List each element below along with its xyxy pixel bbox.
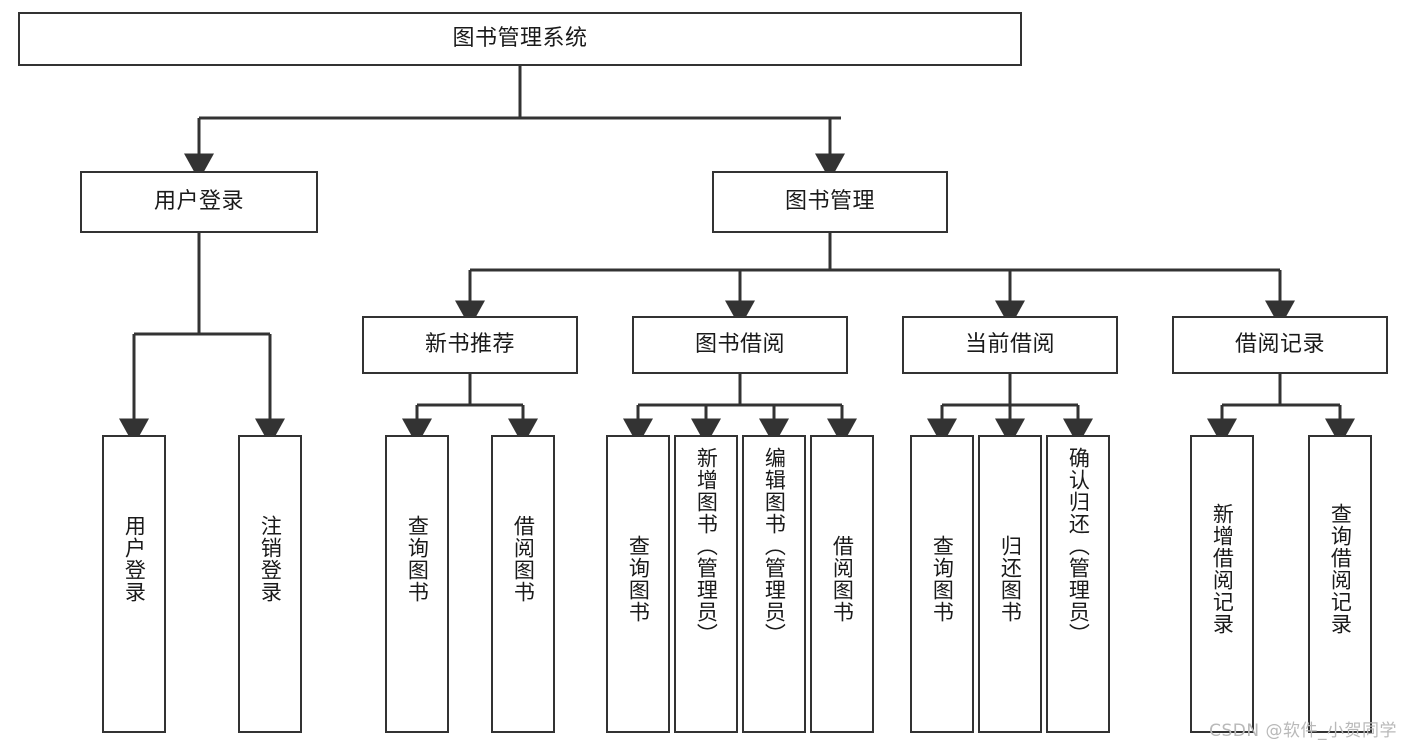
leaf-label: 用户登录 [122, 515, 147, 603]
leaf-book-borrow-add[interactable]: 新增图书（管理员） [674, 435, 738, 733]
leaf-user-login-login[interactable]: 用户登录 [102, 435, 166, 733]
leaf-label: 查询图书 [626, 535, 651, 623]
node-user-login[interactable]: 用户登录 [80, 171, 318, 233]
node-book-borrow-label: 图书借阅 [694, 332, 785, 357]
leaf-new-book-query[interactable]: 查询图书 [385, 435, 449, 733]
leaf-current-borrow-confirm[interactable]: 确认归还（管理员） [1046, 435, 1110, 733]
node-new-book-recommend-label: 新书推荐 [424, 332, 515, 357]
leaf-book-borrow-edit[interactable]: 编辑图书（管理员） [742, 435, 806, 733]
node-root-label: 图书管理系统 [452, 26, 588, 51]
leaf-borrow-record-add[interactable]: 新增借阅记录 [1190, 435, 1254, 733]
leaf-label: 注销登录 [258, 515, 283, 603]
node-user-login-label: 用户登录 [153, 189, 244, 214]
leaf-label: 借阅图书 [511, 515, 536, 603]
watermark: CSDN @软件_小贺同学 [1209, 721, 1397, 741]
leaf-label: 确认归还（管理员） [1066, 447, 1091, 645]
node-borrow-record-label: 借阅记录 [1234, 332, 1325, 357]
leaf-borrow-record-query[interactable]: 查询借阅记录 [1308, 435, 1372, 733]
leaf-label: 新增图书（管理员） [694, 447, 719, 645]
leaf-user-login-logout[interactable]: 注销登录 [238, 435, 302, 733]
node-root[interactable]: 图书管理系统 [18, 12, 1022, 66]
leaf-label: 新增借阅记录 [1210, 503, 1235, 635]
node-book-manage[interactable]: 图书管理 [712, 171, 948, 233]
leaf-label: 借阅图书 [830, 535, 855, 623]
leaf-label: 查询图书 [930, 535, 955, 623]
node-new-book-recommend[interactable]: 新书推荐 [362, 316, 578, 374]
node-borrow-record[interactable]: 借阅记录 [1172, 316, 1388, 374]
leaf-current-borrow-return[interactable]: 归还图书 [978, 435, 1042, 733]
leaf-label: 编辑图书（管理员） [762, 447, 787, 645]
node-book-borrow[interactable]: 图书借阅 [632, 316, 848, 374]
leaf-book-borrow-query[interactable]: 查询图书 [606, 435, 670, 733]
leaf-label: 查询借阅记录 [1328, 503, 1353, 635]
leaf-book-borrow-borrow[interactable]: 借阅图书 [810, 435, 874, 733]
leaf-label: 归还图书 [998, 535, 1023, 623]
leaf-new-book-borrow[interactable]: 借阅图书 [491, 435, 555, 733]
node-current-borrow[interactable]: 当前借阅 [902, 316, 1118, 374]
node-book-manage-label: 图书管理 [784, 189, 875, 214]
node-current-borrow-label: 当前借阅 [964, 332, 1055, 357]
leaf-current-borrow-query[interactable]: 查询图书 [910, 435, 974, 733]
leaf-label: 查询图书 [405, 515, 430, 603]
